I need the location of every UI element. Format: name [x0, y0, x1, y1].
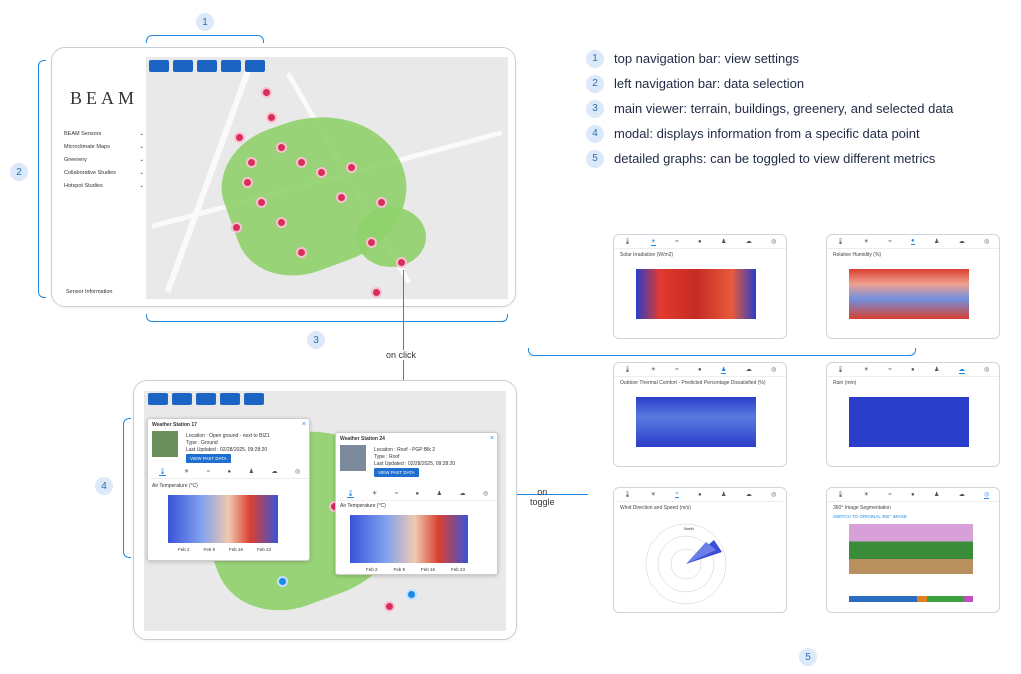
segmentation-bar	[849, 596, 974, 602]
card-tabs[interactable]: 🌡☀≈●♟☁◎	[614, 235, 786, 249]
top-toolbar	[149, 60, 265, 72]
modal-type: Type : Roof	[374, 454, 400, 460]
card-title: Solar Irradiation (W/m2)	[620, 252, 674, 258]
modal-info: Location : Open ground - next to BIZ1 Ty…	[186, 433, 270, 463]
marker-3: 3	[307, 331, 325, 349]
card-title: Relative Humidity (%)	[833, 252, 882, 258]
logo: BEAM	[69, 88, 138, 108]
bracket-left	[38, 60, 46, 298]
sidebar-item-collab[interactable]: Collaborative Studies⌄	[64, 169, 144, 176]
modal-location: Location : Open ground - next to BIZ1	[186, 433, 270, 439]
bracket-modal	[123, 418, 131, 558]
card-title: Rain (mm)	[833, 380, 857, 386]
card-tabs[interactable]: 🌡☀≈●♟☁◎	[827, 363, 999, 377]
modal-station-17: Weather Station 17 Location : Open groun…	[147, 418, 310, 561]
modal-type: Type : Ground	[186, 440, 218, 446]
connector-toggle	[492, 494, 588, 495]
marker-2: 2	[10, 163, 28, 181]
card-solar: 🌡☀≈●♟☁◎ Solar Irradiation (W/m2)	[613, 234, 787, 339]
top-toolbar-2	[148, 393, 264, 405]
modal-tabs[interactable]: 🌡☀≈●♟☁◎	[338, 487, 497, 501]
close-icon[interactable]: ×	[301, 421, 306, 428]
heatmap	[636, 397, 756, 447]
wind-rose	[645, 523, 727, 605]
map-viewer[interactable]	[146, 57, 508, 299]
layers-icon[interactable]	[245, 60, 265, 72]
card-tabs[interactable]: 🌡☀≈●♟☁◎	[614, 488, 786, 502]
modal-updated: Last Updated : 02/28/2025, 09:28:20	[374, 461, 456, 467]
weather-icon[interactable]	[173, 60, 193, 72]
on-click-label: on click	[386, 350, 417, 360]
close-icon[interactable]: ×	[489, 435, 494, 442]
view-past-data-button[interactable]: VIEW PAST DATA	[186, 454, 231, 463]
sidebar-item-maps[interactable]: Microclimate Maps⌄	[64, 143, 144, 150]
wind-north-label: North	[684, 526, 694, 531]
bracket-graphs	[528, 348, 916, 356]
bracket-bottom	[146, 314, 508, 322]
heatmap	[849, 269, 969, 319]
segmentation-image	[849, 524, 973, 574]
modal-tabs[interactable]: 🌡☀≈●♟☁◎	[150, 465, 309, 479]
legend-text: top navigation bar: view settings	[614, 51, 799, 66]
sidebar-item-greenery[interactable]: Greenery⌄	[64, 156, 144, 163]
greenery-icon[interactable]	[221, 60, 241, 72]
bracket-top	[146, 35, 264, 43]
legend-text: left navigation bar: data selection	[614, 76, 805, 91]
sensor-info-link[interactable]: Sensor Information	[66, 289, 113, 295]
heatmap	[849, 397, 969, 447]
modal-metric: Air Temperature (°C)	[152, 483, 198, 489]
card-tabs[interactable]: 🌡☀≈●♟☁◎	[827, 488, 999, 502]
legend-text: main viewer: terrain, buildings, greener…	[614, 101, 954, 116]
modal-location: Location : Roof - PGP Blk 2	[374, 447, 436, 453]
view-past-data-button[interactable]: VIEW PAST DATA	[374, 468, 419, 477]
marker-5: 5	[799, 648, 817, 666]
sidebar-label: Collaborative Studies	[64, 169, 116, 176]
legend-num: 5	[586, 149, 604, 168]
card-humidity: 🌡☀≈●♟☁◎ Relative Humidity (%)	[826, 234, 1000, 339]
legend-text: detailed graphs: can be toggled to view …	[614, 151, 936, 166]
card-title: Outdoor Thermal Comfort - Predicted Perc…	[620, 380, 766, 386]
sidebar: BEAM BEAM Sensors⌄ Microclimate Maps⌄ Gr…	[64, 88, 144, 192]
legend-text: modal: displays information from a speci…	[614, 126, 920, 141]
sidebar-label: Greenery	[64, 156, 87, 163]
modal-station-24: Weather Station 24 Location : Roof - PGP…	[335, 432, 498, 575]
station-photo	[340, 445, 366, 471]
sidebar-label: BEAM Sensors	[64, 130, 102, 137]
reset-view-icon[interactable]	[149, 60, 169, 72]
on-toggle-label: on toggle	[530, 487, 555, 507]
modal-title: Weather Station 17	[152, 422, 197, 428]
heatmap	[636, 269, 756, 319]
card-title: Wind Direction and Speed (m/s)	[620, 505, 691, 511]
sidebar-label: Hotspot Studies	[64, 182, 103, 189]
card-thermal: 🌡☀≈●♟☁◎ Outdoor Thermal Comfort - Predic…	[613, 362, 787, 467]
card-rain: 🌡☀≈●♟☁◎ Rain (mm)	[826, 362, 1000, 467]
marker-1: 1	[196, 13, 214, 31]
card-tabs[interactable]: 🌡☀≈●♟☁◎	[827, 235, 999, 249]
switch-image-link[interactable]: SWITCH TO ORIGINAL 360° IMAGE	[833, 514, 907, 519]
legend-num: 3	[586, 99, 604, 118]
marker-4: 4	[95, 477, 113, 495]
station-photo	[152, 431, 178, 457]
modal-title: Weather Station 24	[340, 436, 385, 442]
card-tabs[interactable]: 🌡☀≈●♟☁◎	[614, 363, 786, 377]
card-wind: 🌡☀≈●♟☁◎ Wind Direction and Speed (m/s) N…	[613, 487, 787, 613]
heatmap	[168, 495, 278, 543]
legend-num: 4	[586, 124, 604, 143]
app-frame-top: BEAM BEAM Sensors⌄ Microclimate Maps⌄ Gr…	[51, 47, 516, 307]
legend-num: 2	[586, 74, 604, 93]
card-title: 360° Image Segmentation	[833, 505, 891, 511]
terrain-icon[interactable]	[197, 60, 217, 72]
legend-num: 1	[586, 49, 604, 68]
heatmap	[350, 515, 468, 563]
legend-list: 1 top navigation bar: view settings 2 left…	[586, 46, 953, 171]
modal-updated: Last Updated : 02/28/2025, 09:28:20	[186, 447, 268, 453]
modal-info: Location : Roof - PGP Blk 2 Type : Roof …	[374, 447, 455, 477]
sidebar-label: Microclimate Maps	[64, 143, 110, 150]
card-segmentation: 🌡☀≈●♟☁◎ 360° Image Segmentation SWITCH T…	[826, 487, 1000, 613]
modal-metric: Air Temperature (°C)	[340, 503, 386, 509]
sidebar-item-sensors[interactable]: BEAM Sensors⌄	[64, 130, 144, 137]
sidebar-item-hotspot[interactable]: Hotspot Studies⌄	[64, 182, 144, 189]
